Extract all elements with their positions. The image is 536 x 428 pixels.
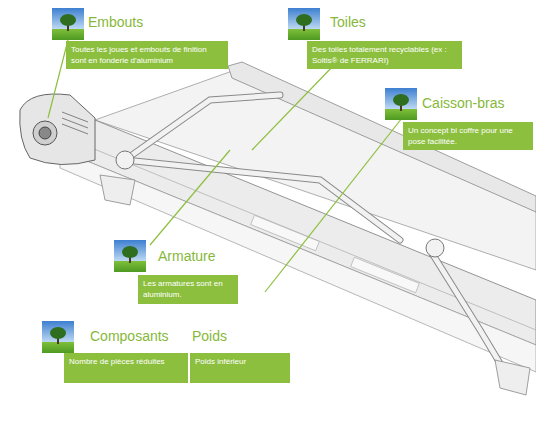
callout-body: Nombre de pièces réduites — [64, 353, 188, 383]
callout: ComposantsNombre de pièces réduites — [64, 328, 188, 383]
callout-body: Poids inférieur — [190, 353, 290, 383]
arm — [125, 95, 280, 160]
callout-heading: Armature — [158, 248, 216, 264]
callout-body: Des toiles totalement recyclables (ex : … — [307, 41, 462, 69]
leader-lines — [48, 40, 402, 292]
callout: ToilesDes toiles totalement recyclables … — [307, 14, 462, 65]
callout-heading: Caisson-bras — [422, 95, 504, 111]
tree-icon — [114, 240, 146, 272]
callout-body: Toutes les joues et embouts de finition … — [66, 41, 228, 69]
callout-heading: Toiles — [330, 14, 366, 30]
tree-icon — [52, 8, 84, 40]
end-cap — [20, 94, 95, 165]
tree-icon — [385, 88, 417, 120]
tree-icon — [288, 8, 320, 40]
callout-heading: Embouts — [88, 14, 143, 30]
callout-heading: Poids — [192, 328, 227, 344]
tree-icon — [42, 321, 74, 353]
front-bar — [228, 62, 536, 212]
callout-heading: Composants — [90, 328, 169, 344]
callout: EmboutsToutes les joues et embouts de fi… — [66, 14, 228, 65]
callout: Caisson-bras Un concept bi coffre pour un… — [403, 95, 533, 150]
callout-body: Un concept bi coffre pour une pose facil… — [403, 122, 533, 150]
callout-body: Les armatures sont en aluminium. — [138, 275, 238, 304]
callout: PoidsPoids inférieur — [190, 328, 290, 383]
callout: ArmatureLes armatures sont en aluminium. — [138, 248, 238, 304]
